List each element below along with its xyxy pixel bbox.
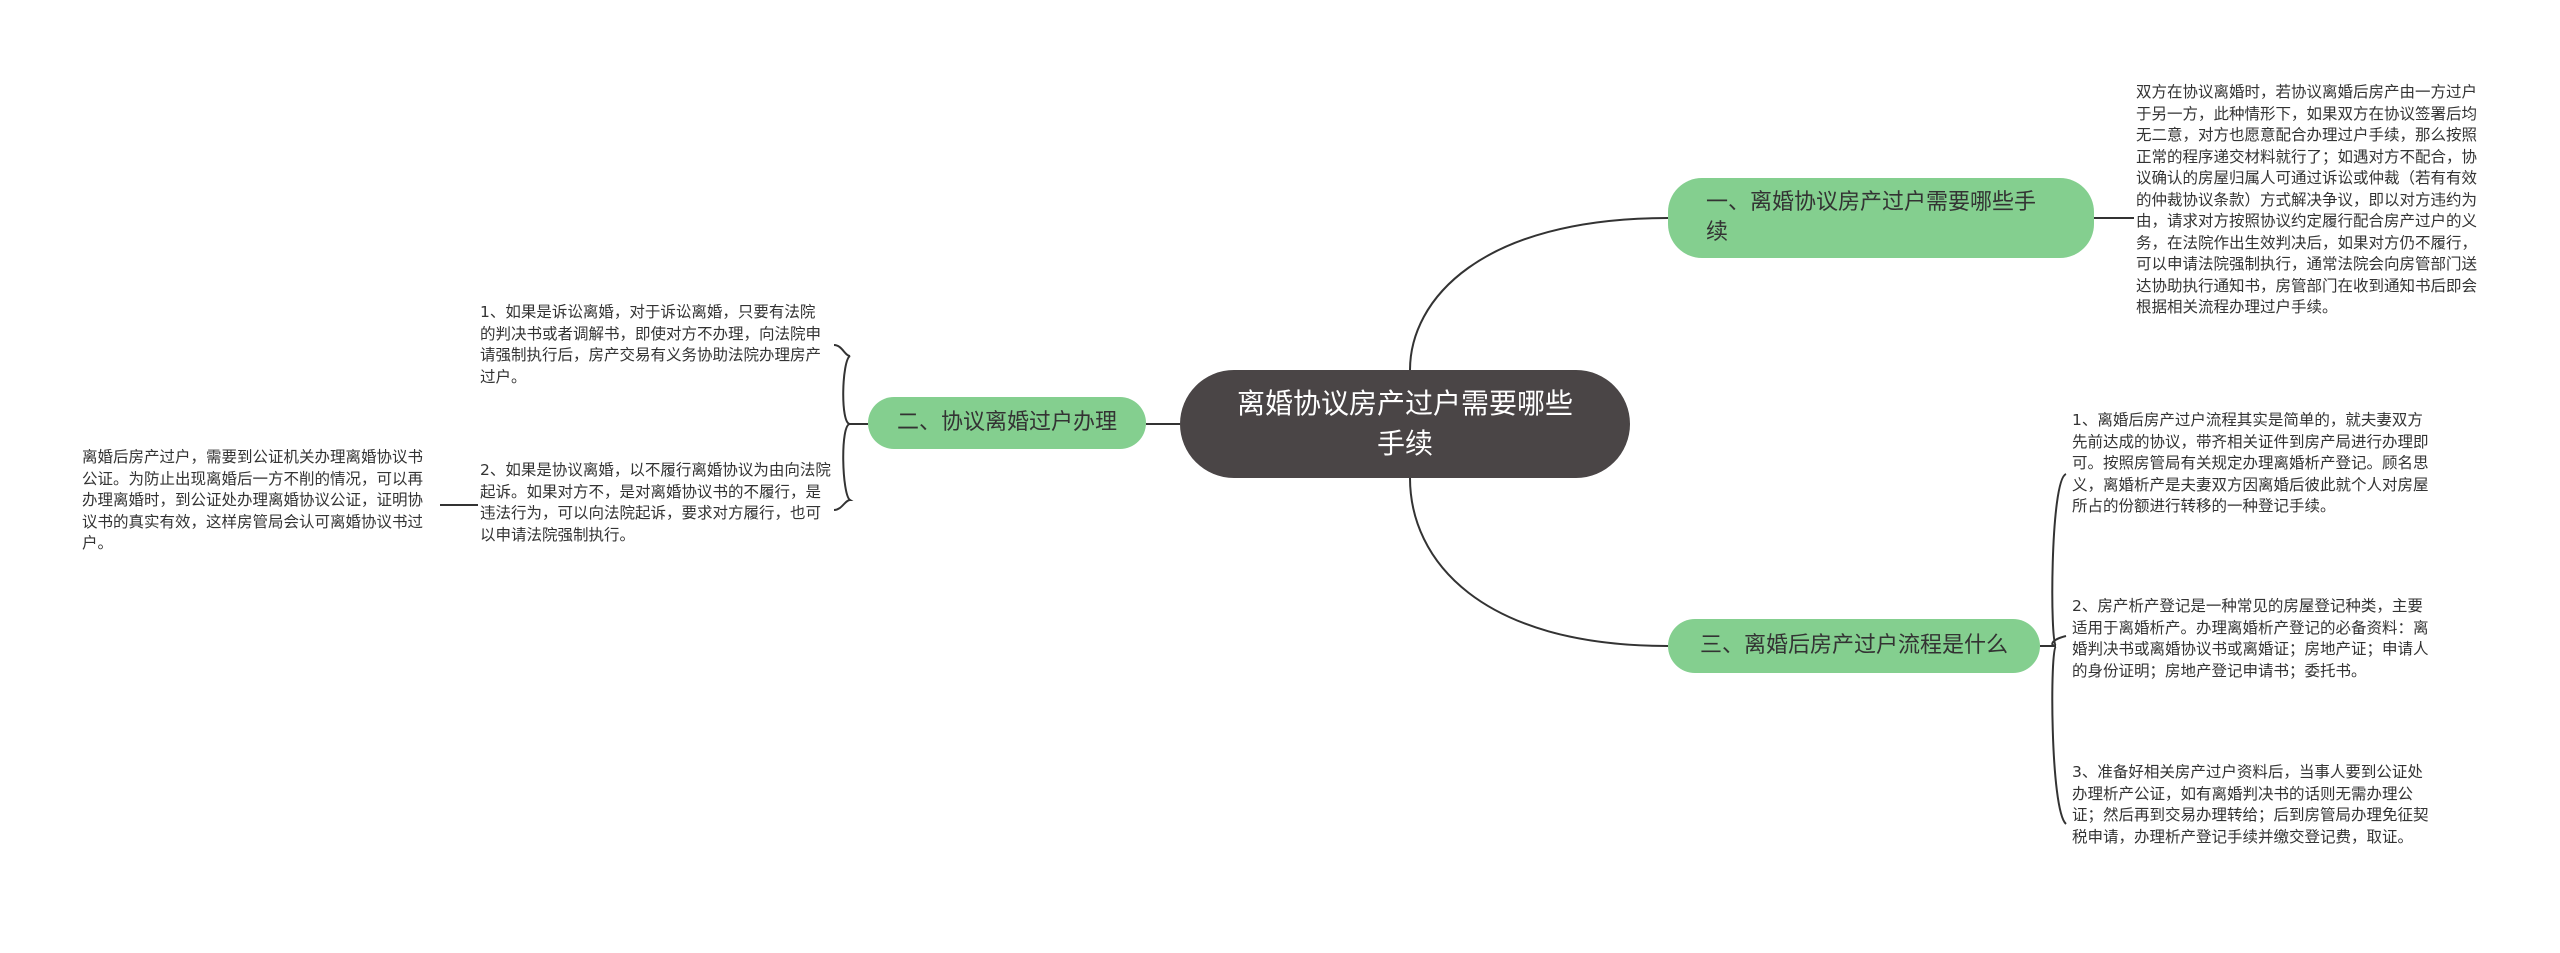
- leaf-text-1-1: 双方在协议离婚时，若协议离婚后房产由一方过户于另一方，此种情形下，如果双方在协议…: [2136, 83, 2478, 316]
- leaf-text-3-2: 2、房产析产登记是一种常见的房屋登记种类，主要适用于离婚析产。办理离婚析产登记的…: [2072, 597, 2429, 680]
- link-root-b3: [1409, 477, 1669, 647]
- leaf-text-2-2-sub: 离婚后房产过户，需要到公证机关办理离婚协议书公证。为防止出现离婚后一方不削的情况…: [82, 448, 424, 552]
- branch-node-3[interactable]: 三、离婚后房产过户流程是什么: [1668, 619, 2040, 673]
- leaf-text-3-1: 1、离婚后房产过户流程其实是简单的，就夫妻双方先前达成的协议，带齐相关证件到房产…: [2072, 411, 2429, 515]
- leaf-text-2-2: 2、如果是协议离婚，以不履行离婚协议为由向法院起诉。如果对方不，是对离婚协议书的…: [480, 461, 831, 544]
- link-b3-bracket: [2040, 473, 2067, 825]
- branch-node-1[interactable]: 一、离婚协议房产过户需要哪些手续: [1668, 178, 2094, 258]
- root-node[interactable]: 离婚协议房产过户需要哪些手续: [1180, 370, 1630, 478]
- leaf-text-2-1: 1、如果是诉讼离婚，对于诉讼离婚，只要有法院的判决书或者调解书，即使对方不办理，…: [480, 303, 822, 386]
- link-root-b1: [1409, 217, 1669, 371]
- link-b2-bracket: [833, 344, 868, 511]
- leaf-text-3-3: 3、准备好相关房产过户资料后，当事人要到公证处办理析产公证，如有离婚判决书的话则…: [2072, 763, 2429, 846]
- branch-node-2[interactable]: 二、协议离婚过户办理: [868, 397, 1146, 449]
